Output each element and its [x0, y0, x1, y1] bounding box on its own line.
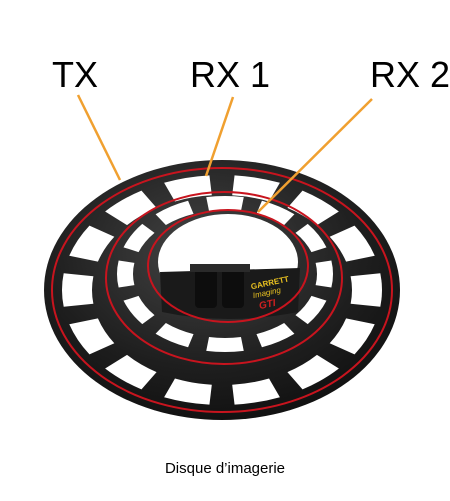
tx-winding — [51, 167, 393, 413]
rx2-winding — [147, 209, 309, 323]
rx2-label: RX 2 — [370, 54, 450, 95]
winding-lines — [51, 167, 393, 413]
rx1-winding — [105, 191, 343, 365]
brand-logo: GARRETT Imaging GTI — [250, 275, 290, 313]
tx-leader-line — [76, 94, 122, 181]
figure-caption: Disque d’imagerie — [164, 460, 286, 477]
tx-label: TX — [52, 54, 99, 95]
rx1-leader-line — [204, 96, 235, 177]
brand-text-line3: GTI — [258, 298, 277, 312]
rx2-leader-line — [257, 98, 373, 213]
leader-lines — [76, 94, 373, 213]
cable-mount — [160, 264, 300, 319]
rx1-label: RX 1 — [190, 54, 271, 95]
